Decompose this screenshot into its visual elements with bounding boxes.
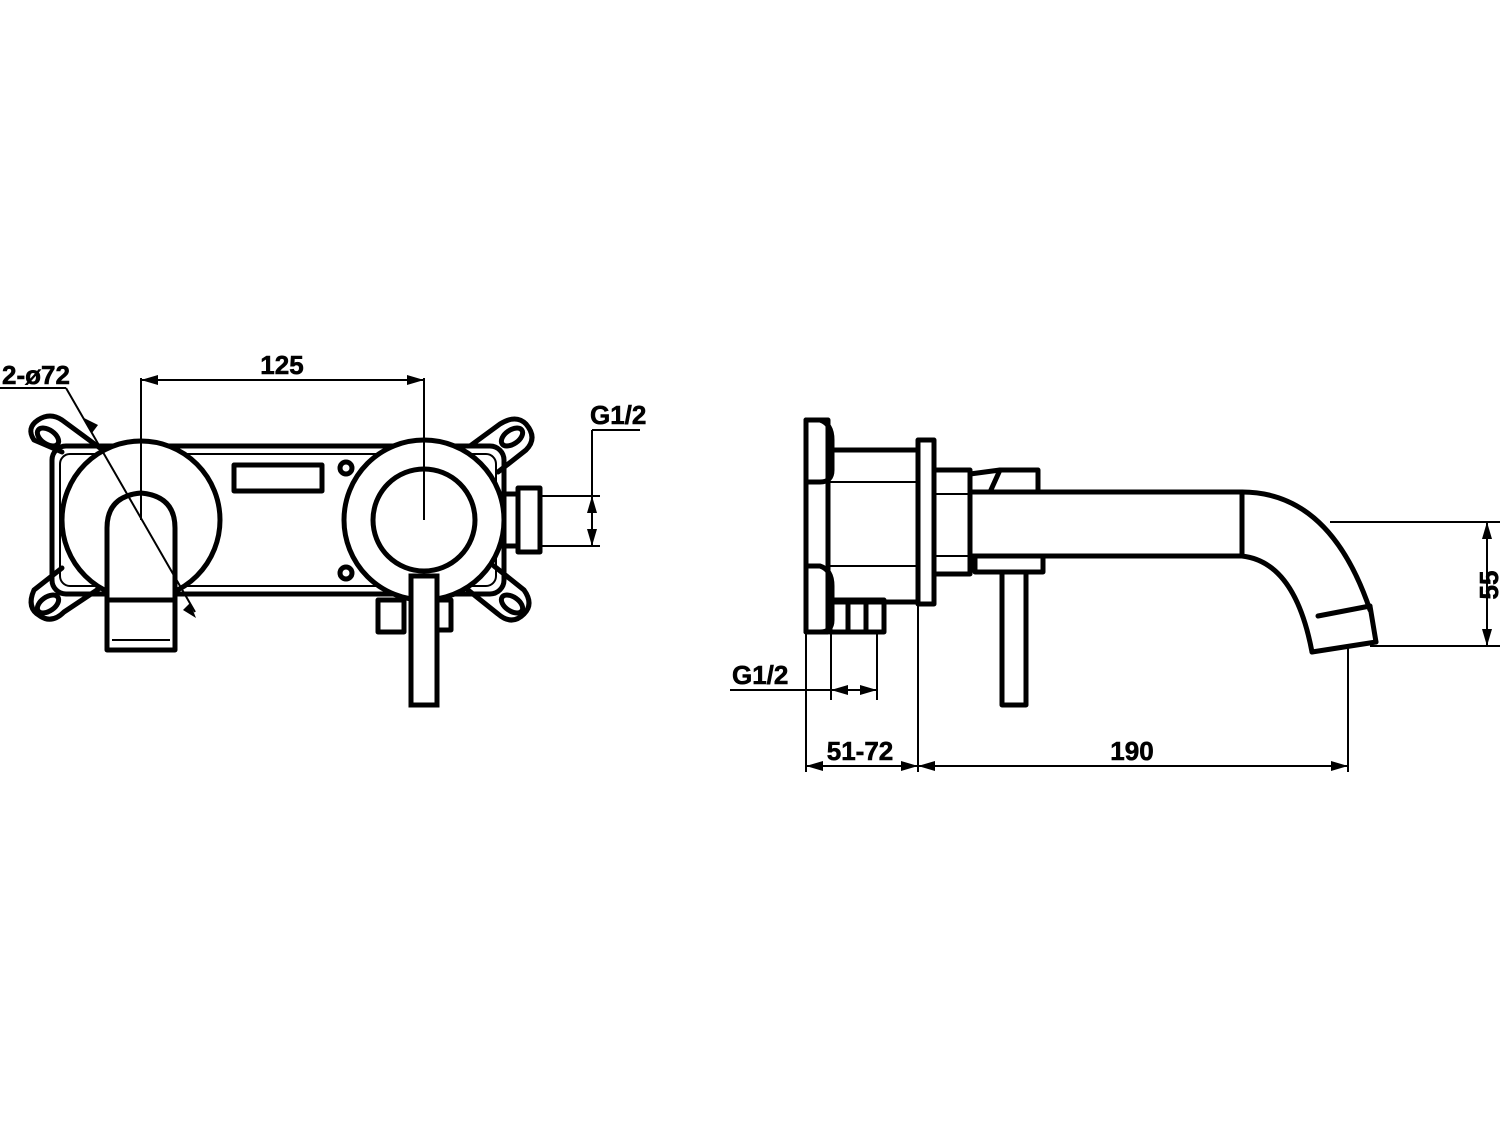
screw-bottom [337, 564, 355, 582]
dimension-125: 125 [141, 350, 424, 385]
dim-hole-label: 2-ø72 [2, 360, 70, 390]
dim-wall-label: 51-72 [827, 736, 894, 766]
spout-side [967, 489, 1379, 655]
housing-side [825, 447, 921, 605]
dimension-thread-right: G1/2 [540, 400, 647, 547]
dim-thread-bottom-label: G1/2 [732, 660, 788, 690]
bottom-inlet-nuts [827, 597, 887, 635]
lever-handle [408, 573, 440, 708]
handle-top-body [967, 467, 1041, 495]
mounting-ear-top-right [467, 416, 535, 475]
handle-base-side [972, 553, 1046, 575]
wall-cover-flange [931, 467, 973, 577]
screw-top [337, 459, 355, 477]
dimension-thread-bottom: G1/2 [730, 632, 878, 700]
inlet-thread-right [501, 485, 543, 555]
dim-thread-right-label: G1/2 [590, 400, 646, 430]
dimension-51-72: 51-72 [806, 736, 918, 771]
handle-lever-side [999, 569, 1029, 708]
dimension-190: 190 [918, 736, 1348, 771]
housing-label-slot [231, 462, 325, 494]
mounting-ear-top-left [28, 413, 103, 455]
dim-height-label: 55 [1474, 571, 1500, 600]
front-view: 125 2-ø72 G1/2 [0, 350, 647, 708]
dim-width-label: 125 [260, 350, 303, 380]
inlet-stub-bottom [375, 597, 407, 635]
inlet-stub-bottom-right [434, 597, 454, 633]
dim-spout-length-label: 190 [1110, 736, 1153, 766]
dimension-hole-diameter: 2-ø72 [0, 360, 196, 618]
mounting-ear-bottom-left [28, 565, 103, 622]
mounting-ear-bottom-right [465, 563, 532, 623]
dimension-55: 55 [1330, 521, 1500, 647]
side-view: 55 G1/2 51-72 190 [730, 417, 1500, 772]
